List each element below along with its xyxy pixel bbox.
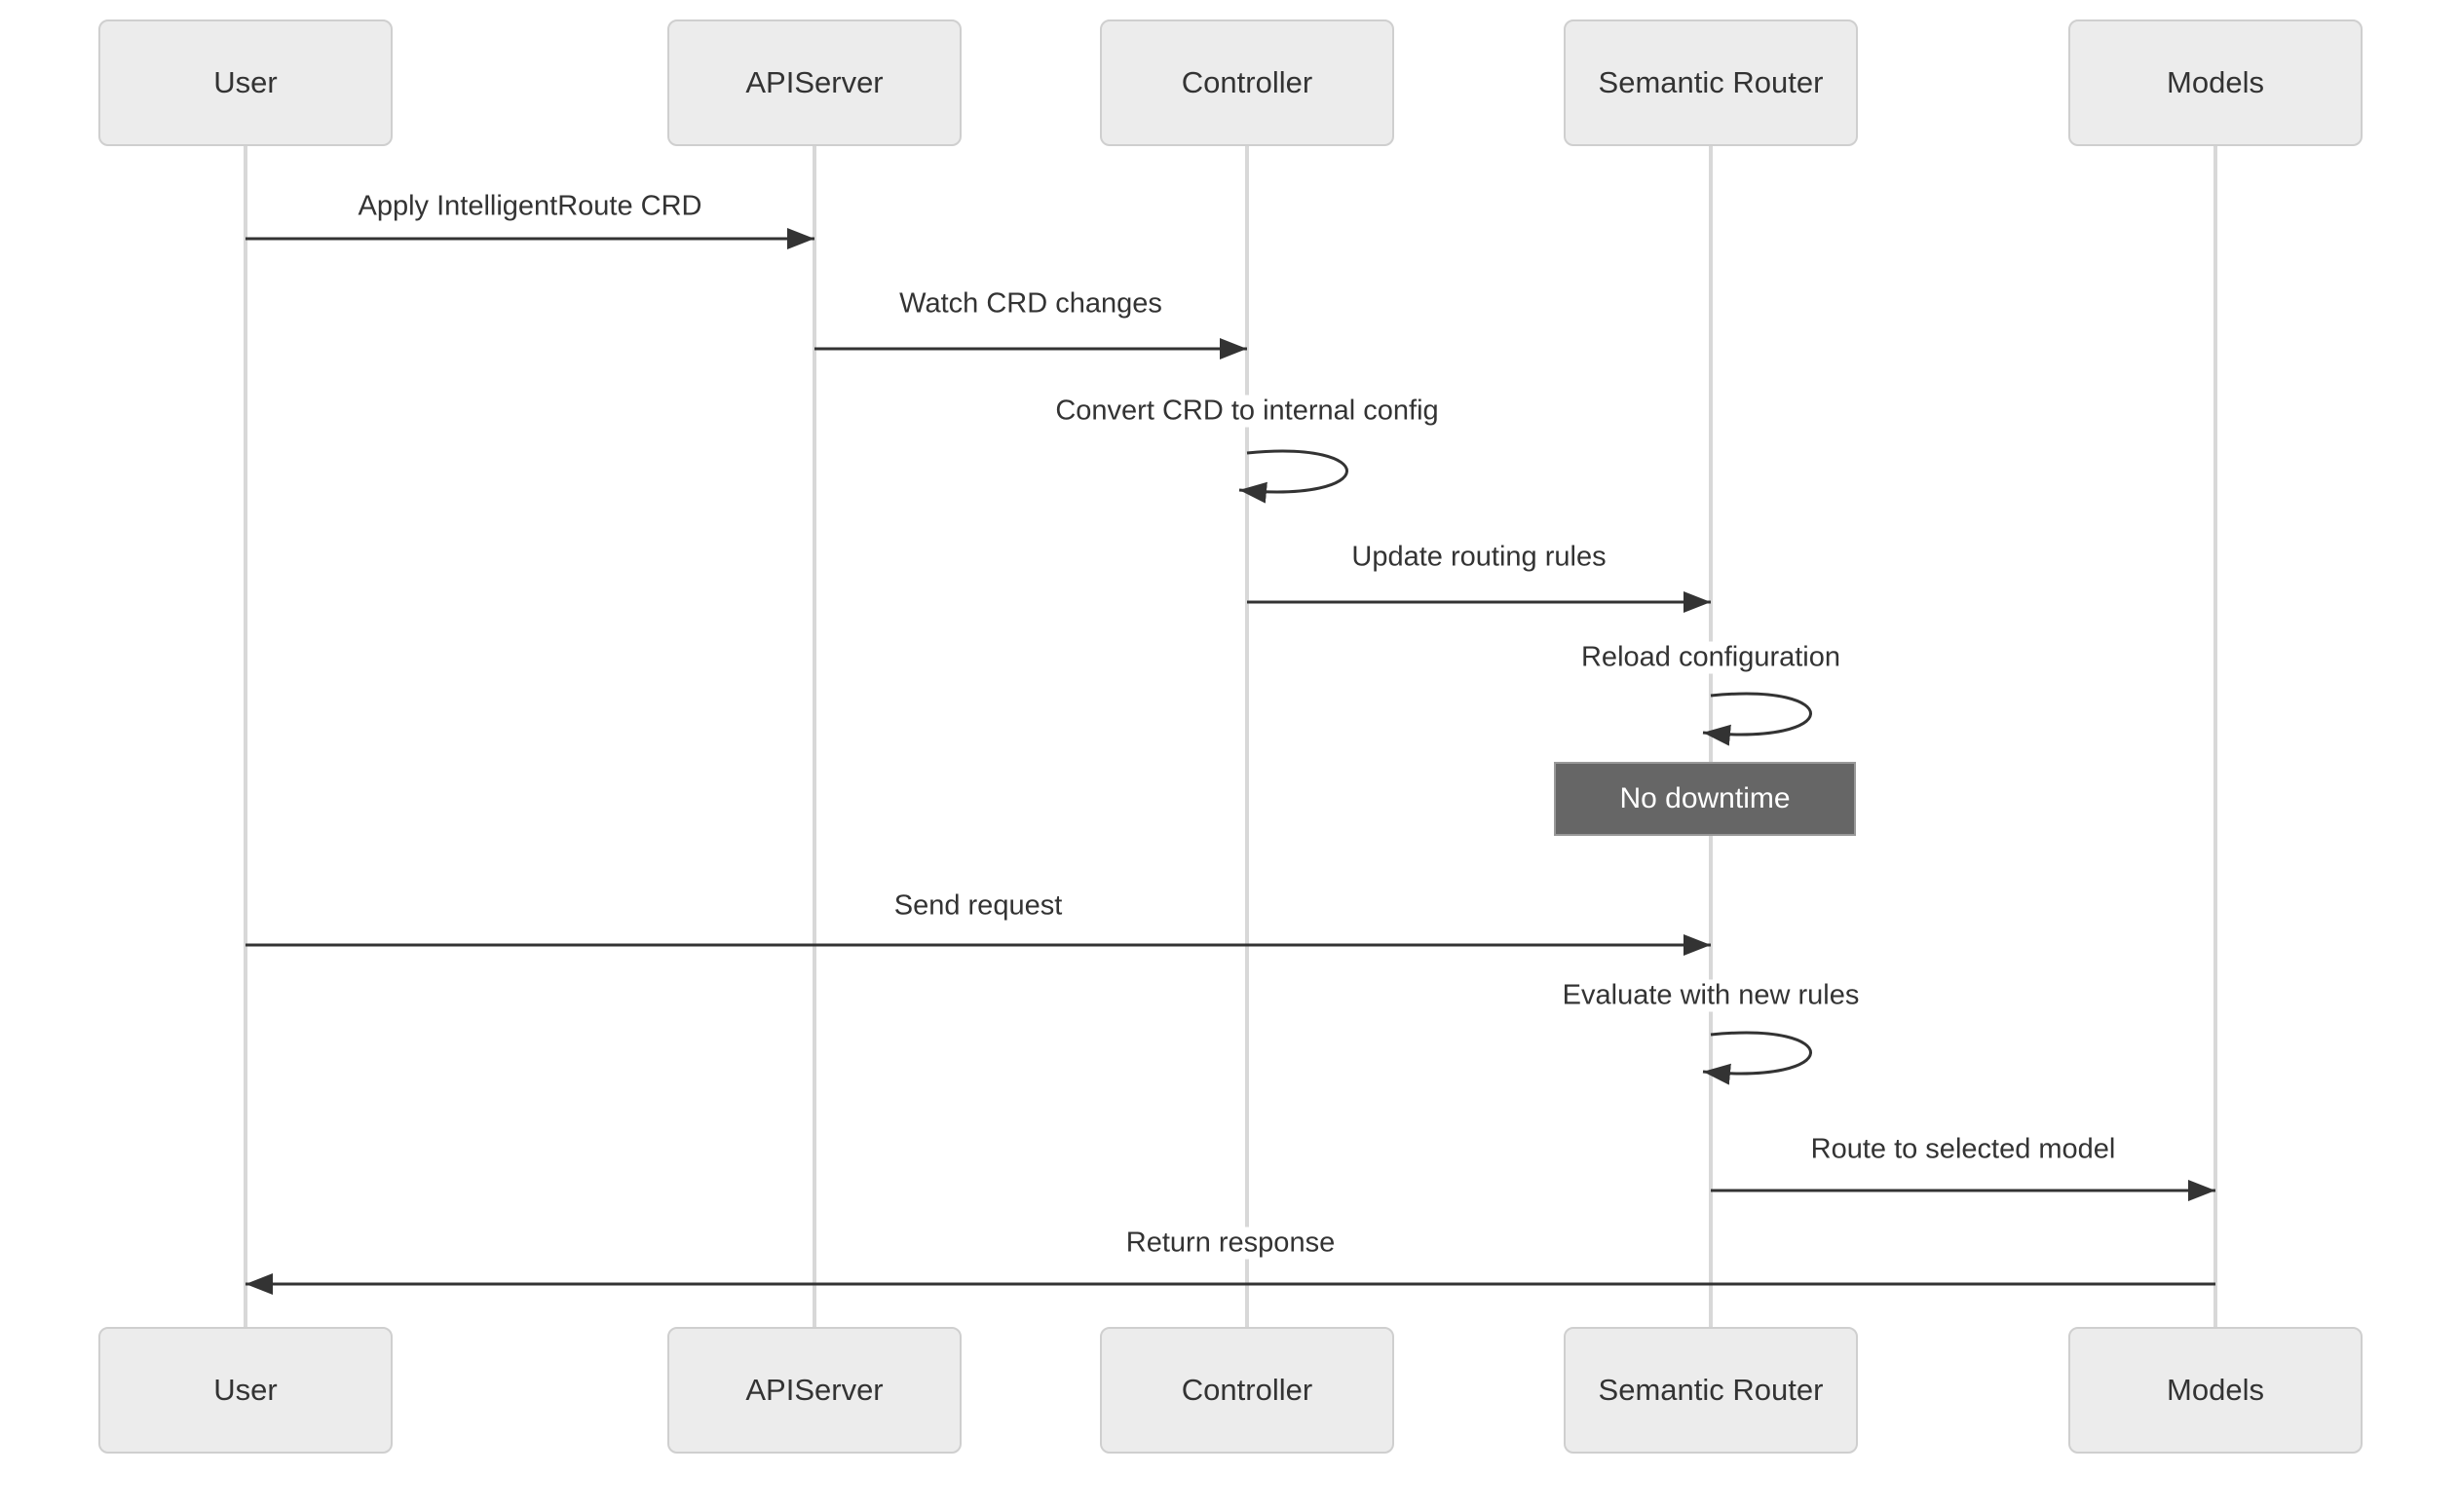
note-no-downtime: No downtime xyxy=(1554,762,1856,836)
actor-bottom-apiserver: APIServer xyxy=(667,1327,962,1454)
actor-label-semantic-router: Semantic Router xyxy=(1598,65,1824,99)
actor-label-user: User xyxy=(213,65,278,99)
actor-label-controller: Controller xyxy=(1181,1373,1313,1407)
actor-label-semantic-router: Semantic Router xyxy=(1598,1373,1824,1407)
message-label-evaluate-with-new-rules: Evaluate with new rules xyxy=(1556,979,1866,1012)
actor-bottom-semantic-router: Semantic Router xyxy=(1564,1327,1858,1454)
self-loop-reload-configuration xyxy=(1702,692,1812,746)
actor-label-user: User xyxy=(213,1373,278,1407)
message-label-send-request: Send request xyxy=(888,889,1069,923)
actor-bottom-controller: Controller xyxy=(1100,1327,1394,1454)
message-label-convert-crd-to-internal-config: Convert CRD to internal config xyxy=(1049,395,1445,428)
message-label-return-response: Return response xyxy=(1119,1227,1342,1260)
message-label-watch-crd-changes: Watch CRD changes xyxy=(893,287,1168,321)
actor-label-apiserver: APIServer xyxy=(745,1373,884,1407)
actor-top-controller: Controller xyxy=(1100,19,1394,146)
note-label: No downtime xyxy=(1619,782,1791,814)
actor-label-apiserver: APIServer xyxy=(745,65,884,99)
self-loop-convert-crd-to-internal-config xyxy=(1238,449,1348,504)
message-label-update-routing-rules: Update routing rules xyxy=(1345,541,1612,574)
message-label-reload-configuration: Reload configuration xyxy=(1574,641,1847,674)
actor-label-controller: Controller xyxy=(1181,65,1313,99)
message-label-route-to-selected-model: Route to selected model xyxy=(1804,1133,2122,1166)
actor-bottom-user: User xyxy=(98,1327,393,1454)
actor-label-models: Models xyxy=(2167,1373,2264,1407)
message-label-apply-intelligentroute-crd: Apply IntelligentRoute CRD xyxy=(352,190,708,223)
actor-bottom-models: Models xyxy=(2068,1327,2363,1454)
actor-top-semantic-router: Semantic Router xyxy=(1564,19,1858,146)
actor-label-models: Models xyxy=(2167,65,2264,99)
actor-top-user: User xyxy=(98,19,393,146)
self-loop-evaluate-with-new-rules xyxy=(1702,1031,1812,1085)
actor-top-models: Models xyxy=(2068,19,2363,146)
actor-top-apiserver: APIServer xyxy=(667,19,962,146)
